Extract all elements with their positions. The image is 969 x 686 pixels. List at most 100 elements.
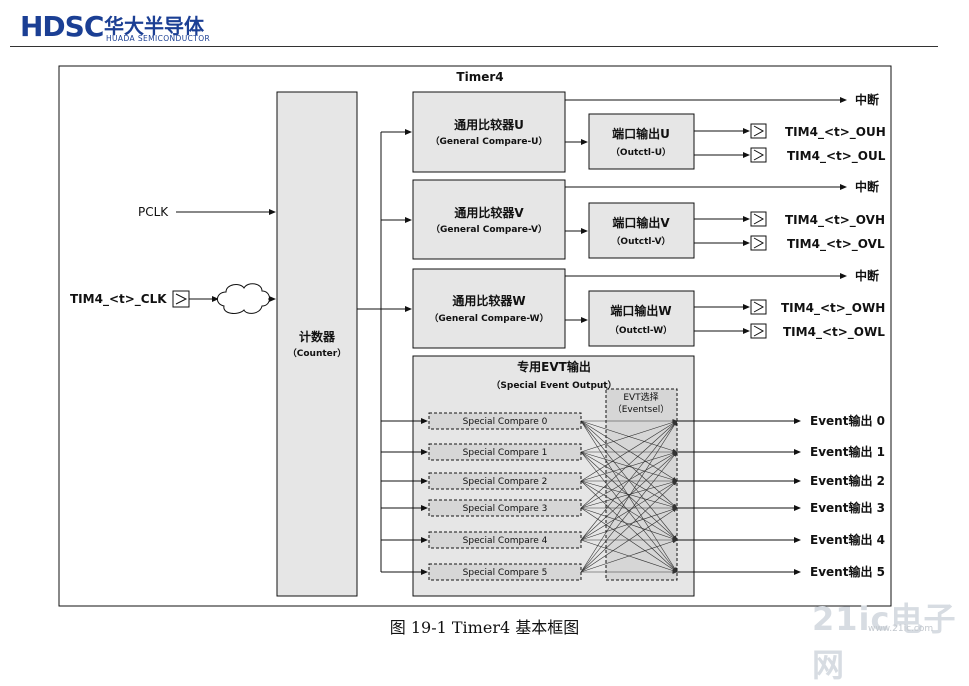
special-compare-2-row: Special Compare 2 Event输出 2 — [381, 472, 885, 490]
buffer-owh-icon — [753, 301, 765, 313]
port-w-cn: 端口输出W — [610, 303, 671, 318]
out-ovh-label: TIM4_<t>_OVH — [785, 213, 885, 228]
crossbar-link-2-1 — [580, 451, 678, 482]
event-out-3-label: Event输出 3 — [810, 500, 885, 515]
buffer-ouh-icon — [753, 125, 765, 137]
crossbar-link-4-2 — [580, 480, 678, 541]
header-rule — [10, 46, 938, 47]
port-u-cn: 端口输出U — [612, 126, 670, 141]
figure-caption: 图 19-1 Timer4 基本框图 — [389, 618, 580, 637]
port-w-en: （Outctl-W） — [610, 325, 672, 336]
diagram-title: Timer4 — [456, 70, 503, 84]
watermark-url: www.21ic.com — [868, 624, 934, 634]
logo-en: HUADA SEMICONDUCTOR — [106, 34, 211, 43]
crossbar-link-1-0 — [580, 420, 678, 453]
port-v-cn: 端口输出V — [612, 215, 670, 230]
special-compare-4-label: Special Compare 4 — [463, 536, 548, 546]
event-out-1-label: Event输出 1 — [810, 444, 885, 459]
crossbar-link-3-1 — [580, 451, 678, 509]
out-oul-label: TIM4_<t>_OUL — [787, 149, 886, 164]
out-ovl-label: TIM4_<t>_OVL — [787, 237, 885, 252]
crossbar-link-5-4 — [580, 539, 678, 573]
general-compare-u-group: 通用比较器U （General Compare-U） 中断 端口输出U （Out… — [381, 91, 886, 173]
compare-u-block — [412, 91, 566, 173]
special-compare-5-label: Special Compare 5 — [463, 568, 548, 578]
irq-v-label: 中断 — [855, 179, 879, 194]
counter-cn: 计数器 — [299, 329, 336, 344]
crossbar-link-5-2 — [580, 480, 678, 573]
buffer-ovh-box — [750, 211, 767, 227]
crossbar-link-4-3 — [580, 507, 678, 541]
clk-input-label: TIM4_<t>_CLK — [70, 292, 167, 307]
buffer-ouh-box — [750, 123, 767, 139]
evt-output-en: （Special Event Output） — [491, 380, 616, 391]
compare-u-en: （General Compare-U） — [430, 136, 547, 147]
port-v-block — [588, 202, 695, 259]
special-compare-2-label: Special Compare 2 — [463, 477, 548, 487]
event-out-0-label: Event输出 0 — [810, 413, 885, 428]
special-compare-1-label: Special Compare 1 — [463, 448, 548, 458]
buffer-ovl-box — [750, 235, 767, 251]
special-compare-0-row: Special Compare 0 Event输出 0 — [381, 412, 885, 430]
timer4-block-diagram: Timer4 PCLK TIM4_<t>_CLK 计数器 （Counter） 通… — [58, 65, 892, 607]
crossbar-link-2-0 — [580, 420, 678, 482]
out-owh-label: TIM4_<t>_OWH — [781, 301, 885, 316]
special-compare-2-box — [428, 472, 582, 490]
general-compare-v-group: 通用比较器V （General Compare-V） 中断 端口输出V （Out… — [381, 179, 885, 260]
port-w-block — [588, 290, 695, 347]
compare-v-block — [412, 179, 566, 260]
eventsel-crossbar — [580, 419, 678, 574]
evt-output-cn: 专用EVT输出 — [517, 359, 591, 374]
port-u-block — [588, 113, 695, 170]
irq-w-label: 中断 — [855, 268, 879, 283]
crossbar-link-3-2 — [580, 480, 678, 509]
counter-en: （Counter） — [288, 348, 346, 359]
outer-frame — [58, 65, 892, 607]
crossbar-link-5-1 — [580, 451, 678, 573]
counter-block — [276, 91, 358, 597]
crossbar-link-4-0 — [580, 420, 678, 541]
special-compare-0-label: Special Compare 0 — [463, 417, 548, 427]
buffer-owl-box — [750, 323, 767, 339]
buffer-oul-icon — [753, 149, 765, 161]
special-compare-3-row: Special Compare 3 Event输出 3 — [381, 499, 885, 517]
crossbar-link-5-3 — [580, 507, 678, 573]
event-out-5-label: Event输出 5 — [810, 564, 885, 579]
special-compare-4-row: Special Compare 4 Event输出 4 — [381, 531, 885, 549]
buffer-owh-box — [750, 299, 767, 315]
buffer-owl-icon — [753, 325, 765, 337]
crossbar-link-5-0 — [580, 420, 678, 573]
logo-cn: 华大半导体 — [104, 14, 204, 38]
general-compare-w-group: 通用比较器W （General Compare-W） 中断 端口输出W （Out… — [381, 268, 885, 349]
logo-brand: HDSC — [20, 10, 104, 43]
eventsel-cn: EVT选择 — [623, 391, 658, 403]
buffer-ovh-icon — [753, 213, 765, 225]
pclk-label: PCLK — [138, 205, 169, 219]
special-compare-4-box — [428, 531, 582, 549]
hdsc-logo: HDSC 华大半导体 HUADA SEMICONDUCTOR — [14, 6, 234, 46]
special-compare-3-label: Special Compare 3 — [463, 504, 548, 514]
compare-w-block — [412, 268, 566, 349]
event-out-2-label: Event输出 2 — [810, 473, 885, 488]
special-compare-5-box — [428, 563, 582, 581]
compare-u-cn: 通用比较器U — [454, 117, 524, 132]
buffer-oul-box — [750, 147, 767, 163]
compare-v-cn: 通用比较器V — [454, 205, 524, 220]
special-compare-3-box — [428, 499, 582, 517]
noise-filter-cloud — [217, 283, 270, 314]
port-u-en: （Outctl-U） — [611, 147, 671, 158]
special-compare-5-row: Special Compare 5 Event输出 5 — [381, 563, 885, 581]
eventsel-en: （Eventsel） — [613, 404, 670, 415]
irq-u-label: 中断 — [855, 92, 879, 107]
compare-w-en: （General Compare-W） — [429, 313, 548, 324]
crossbar-link-3-0 — [580, 420, 678, 509]
special-compare-0-box — [428, 412, 582, 430]
clk-buffer-icon — [175, 293, 188, 305]
special-compare-1-row: Special Compare 1 Event输出 1 — [381, 443, 885, 461]
compare-w-cn: 通用比较器W — [452, 293, 525, 308]
out-ouh-label: TIM4_<t>_OUH — [785, 125, 886, 140]
compare-v-en: （General Compare-V） — [431, 224, 547, 235]
port-v-en: （Outctl-V） — [611, 236, 670, 247]
buffer-ovl-icon — [753, 237, 765, 249]
event-out-4-label: Event输出 4 — [810, 532, 885, 547]
